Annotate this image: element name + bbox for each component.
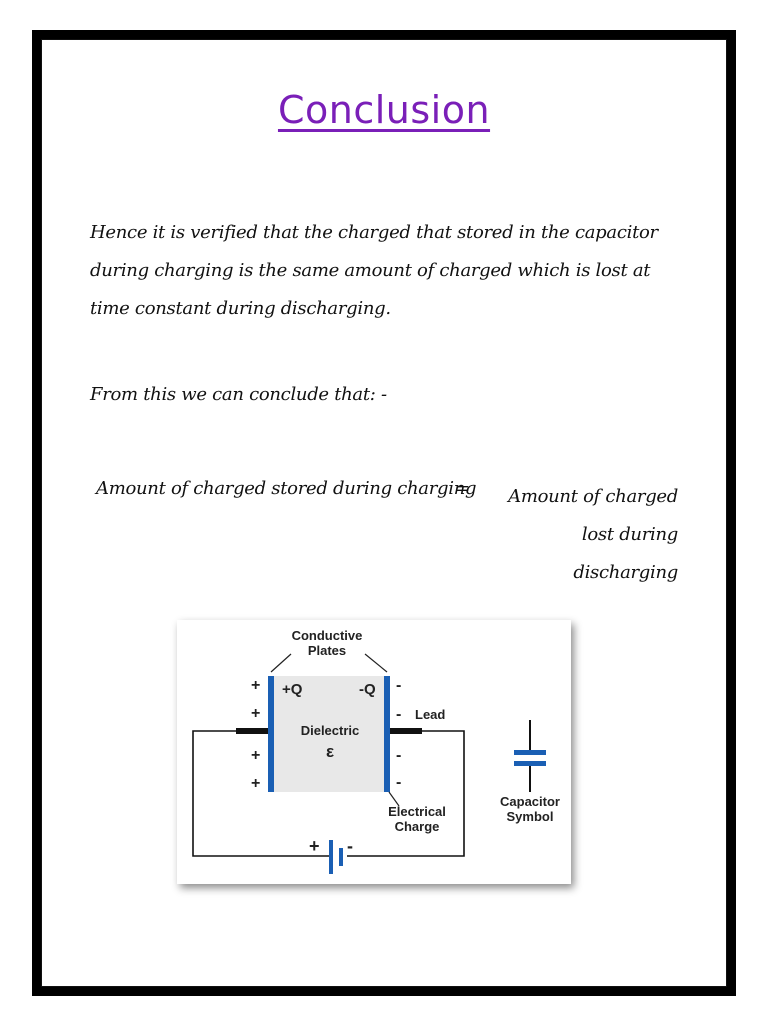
minus-q-label: -Q: [359, 681, 376, 698]
capacitor-diagram-svg: + - Conductive Plates +Q -Q Dielectric ε…: [192, 628, 560, 874]
plates-pointer-left: [270, 653, 292, 673]
positive-charge: +: [251, 705, 260, 722]
positive-charge: +: [251, 775, 260, 792]
dielectric-label: Dielectric: [301, 723, 360, 738]
negative-charge: -: [396, 747, 401, 764]
equation-right: Amount of charged lost during dischargin…: [508, 486, 678, 583]
page-title: Conclusion: [277, 88, 491, 132]
equation-left: Amount of charged stored during charging: [96, 478, 477, 499]
plates-pointer-right: [364, 653, 388, 673]
epsilon-label: ε: [326, 742, 334, 761]
battery-short-plate: [339, 848, 343, 866]
conductive-label-1: Conductive: [292, 628, 363, 643]
battery-minus: -: [347, 836, 353, 856]
capacitor-symbol-label-2: Symbol: [507, 809, 554, 824]
conclusion-paragraph: Hence it is verified that the charged th…: [90, 222, 658, 319]
equation-sign: =: [455, 478, 470, 499]
left-lead: [236, 728, 268, 734]
charge-label-2: Charge: [395, 819, 440, 834]
conclusion-intro: From this we can conclude that: -: [90, 384, 387, 405]
positive-charge: +: [251, 677, 260, 694]
positive-charge: +: [251, 747, 260, 764]
battery-plus: +: [309, 836, 320, 856]
dielectric-region: [274, 676, 386, 792]
charge-label-1: Electrical: [388, 804, 446, 819]
capacitor-symbol-label-1: Capacitor: [500, 794, 560, 809]
negative-charge: -: [396, 677, 401, 694]
conductive-label-2: Plates: [308, 643, 346, 658]
right-lead: [390, 728, 422, 734]
lead-label: Lead: [415, 707, 445, 722]
capacitor-diagram: + - Conductive Plates +Q -Q Dielectric ε…: [177, 620, 571, 884]
negative-charge: -: [396, 706, 401, 723]
circuit-wire-right: [347, 730, 465, 857]
battery-long-plate: [329, 840, 333, 874]
capacitor-symbol-icon: [514, 720, 546, 792]
negative-charge: -: [396, 774, 401, 791]
positive-plate: [268, 676, 274, 792]
charge-pointer: [388, 791, 400, 807]
circuit-wire-left: [192, 730, 329, 857]
negative-plate: [384, 676, 390, 792]
plus-q-label: +Q: [282, 681, 303, 698]
